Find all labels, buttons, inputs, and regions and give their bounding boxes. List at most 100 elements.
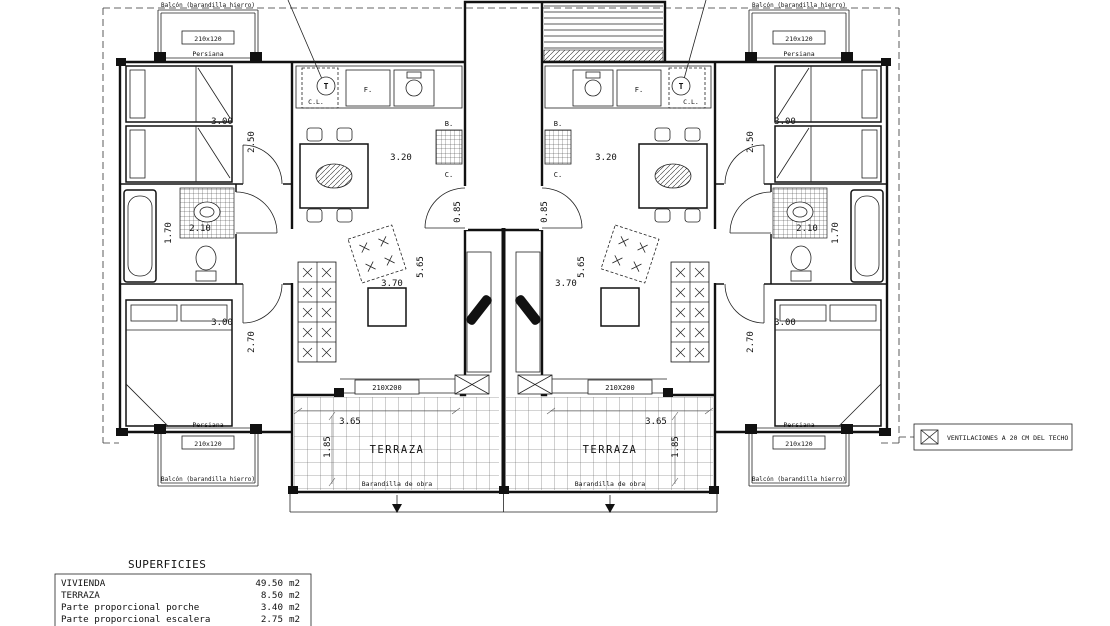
window-label-box	[181, 30, 235, 45]
stair-treads	[544, 5, 663, 49]
bathtub-icon	[850, 189, 884, 283]
balcony-top-left: Balcón (barandilla hierro) 210x120 Persi…	[157, 2, 259, 59]
chair	[306, 208, 323, 223]
row-label: VIVIENDA	[61, 578, 106, 589]
bed	[774, 65, 882, 123]
closet	[301, 67, 339, 109]
dim-label: 1.70	[164, 222, 174, 244]
pillow	[861, 69, 878, 119]
dim-label: 1.85	[671, 436, 681, 458]
stair-core	[543, 5, 664, 62]
dining-table	[638, 143, 708, 209]
cooker	[544, 129, 572, 165]
shelving	[670, 261, 710, 363]
fridge-label: F.	[364, 86, 372, 94]
railing-label: Barandilla de obra	[575, 480, 646, 488]
bedroom-top-right	[774, 65, 882, 183]
dim-label: 2.10	[796, 224, 818, 234]
bathroom-left	[123, 187, 235, 283]
bed	[774, 125, 882, 183]
cooker	[435, 129, 463, 165]
terrace-left: 3.65 1.85 TERRAZA Barandilla de obra	[293, 407, 461, 488]
persiana-label: Persiana	[783, 50, 814, 58]
dim-label: 2.10	[189, 224, 211, 234]
kitchen-left	[295, 65, 463, 223]
row-value: 49.50	[255, 578, 283, 589]
window-size-label: 210X200	[372, 384, 402, 392]
balcony-label: Balcón (barandilla hierro)	[161, 2, 255, 9]
row-label: TERRAZA	[61, 590, 100, 601]
fridge-label: F.	[635, 86, 643, 94]
table-title: SUPERFICIES	[128, 558, 206, 571]
dining-table	[299, 143, 369, 209]
dim-label: 3.70	[555, 279, 577, 289]
labels-right-unit: 3.00 2.50 2.10 1.70 3.00 2.70 3.20 5.65 …	[540, 82, 841, 353]
cabinet	[515, 251, 541, 373]
ventilation-symbol	[920, 429, 939, 445]
window-size-label: 210x120	[785, 35, 812, 43]
balcony-top-right: Balcón (barandilla hierro) 210x120 Persi…	[748, 2, 850, 59]
dim-label: 1.70	[831, 222, 841, 244]
dim-label: 3.65	[645, 417, 667, 427]
superficies-table: SUPERFICIES VIVIENDA 49.50 m2 TERRAZA 8.…	[54, 558, 312, 626]
labels-left-unit: 3.00 2.50 2.10 1.70 3.00 2.70 3.20 5.65 …	[164, 82, 463, 353]
door-openings	[232, 180, 775, 288]
railing-label: Barandilla de obra	[362, 480, 433, 488]
row-value: 2.75	[261, 614, 283, 625]
pillow	[180, 304, 228, 322]
window-label-box	[354, 379, 420, 395]
pillow	[129, 69, 146, 119]
double-bed	[125, 299, 233, 427]
bedroom-bottom-right	[774, 299, 882, 427]
closet	[668, 67, 706, 109]
balcony-label: Balcón (barandilla hierro)	[752, 476, 846, 483]
sink-icon	[405, 79, 423, 97]
cabinet	[466, 251, 492, 373]
cooker-label: C.	[554, 171, 562, 179]
boiler-label: B.	[445, 120, 453, 128]
stair-landing	[543, 49, 664, 62]
terrace-right: 3.65 1.85 TERRAZA Barandilla de obra	[546, 407, 714, 488]
sink-icon	[584, 79, 602, 97]
dim-label: 3.00	[774, 117, 796, 127]
legend: VENTILACIONES A 20 CM DEL TECHO	[913, 423, 1073, 451]
persiana-label: Persiana	[192, 421, 223, 429]
door-swings	[235, 144, 772, 324]
dim-label: 3.00	[211, 117, 233, 127]
bedroom-top-left	[125, 65, 233, 183]
dim-label: 5.65	[416, 256, 426, 278]
dim-label: 3.20	[390, 153, 412, 163]
termo-label: T	[679, 82, 684, 91]
dim-label: 2.50	[746, 131, 756, 153]
terrace-left-floor	[294, 397, 499, 490]
sink-icon	[193, 201, 221, 223]
dim-label: 3.70	[381, 279, 403, 289]
dim-label: 5.65	[577, 256, 587, 278]
living-right	[515, 224, 710, 373]
termo-icon	[671, 76, 691, 96]
site-boundary	[102, 7, 914, 444]
balcony-bottom-left: Persiana 210x120 Balcón (barandilla hier…	[157, 421, 259, 487]
dim-label: 0.85	[453, 201, 463, 223]
chair	[306, 127, 323, 142]
chair	[336, 127, 353, 142]
dim-label: 1.85	[323, 436, 333, 458]
kitchen-right	[544, 65, 712, 223]
chair	[654, 127, 671, 142]
row-value: 3.40	[261, 602, 283, 613]
living-left	[297, 224, 492, 373]
dim-label: 2.50	[247, 131, 257, 153]
platter	[315, 163, 353, 189]
persiana-label: Persiana	[192, 50, 223, 58]
balcony-bottom-right: Persiana 210x120 Balcón (barandilla hier…	[748, 421, 850, 487]
side-table	[600, 224, 660, 284]
dim-label: 3.20	[595, 153, 617, 163]
parapet	[289, 492, 718, 513]
termo-label: T	[324, 82, 329, 91]
dim-label: 3.65	[339, 417, 361, 427]
cooker-label: C.	[445, 171, 453, 179]
coffee-table	[367, 287, 407, 327]
persiana-label: Persiana	[783, 421, 814, 429]
counter	[295, 65, 463, 109]
